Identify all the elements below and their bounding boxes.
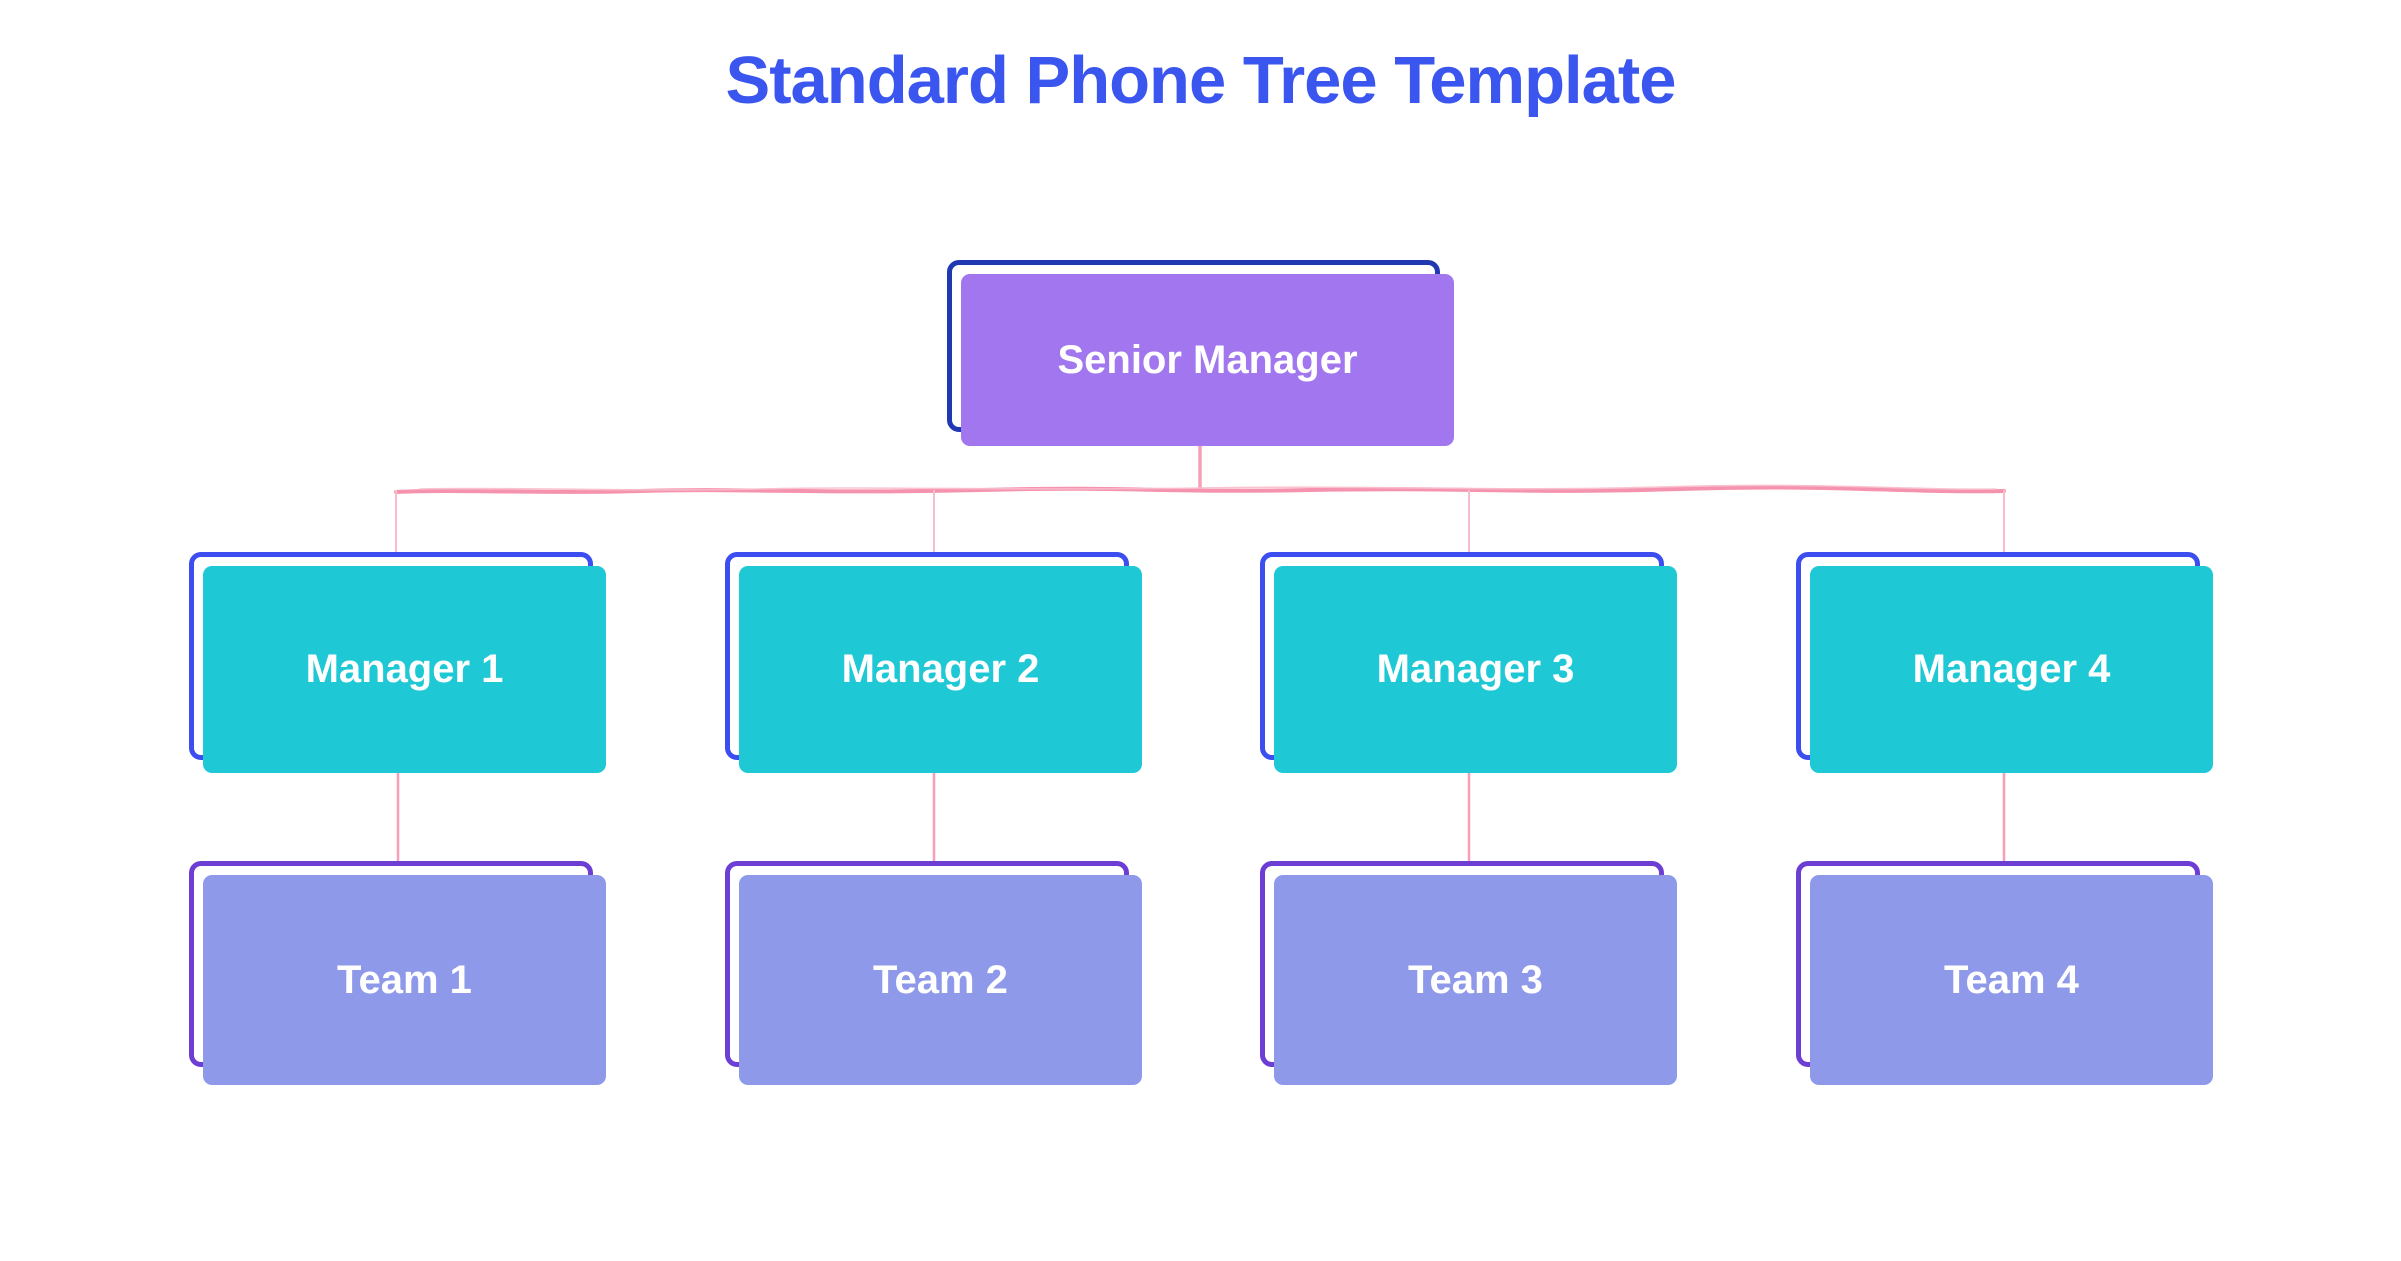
manager-3-fill-box: Manager 3 (1274, 566, 1677, 773)
team-2-label: Team 2 (873, 957, 1008, 1002)
senior-manager-fill-box: Senior Manager (961, 274, 1454, 446)
team-4-label: Team 4 (1944, 957, 2079, 1002)
connector-horizontal-bus (394, 485, 2006, 494)
diagram-title: Standard Phone Tree Template (725, 43, 1677, 118)
team-2-fill-box: Team 2 (739, 875, 1142, 1085)
team-1-fill-box: Team 1 (203, 875, 606, 1085)
manager-1-label: Manager 1 (305, 647, 504, 691)
team-4-fill-box: Team 4 (1810, 875, 2213, 1085)
team-3-label: Team 3 (1408, 957, 1543, 1002)
manager-1-fill-box: Manager 1 (203, 566, 606, 773)
manager-4-fill-box: Manager 4 (1810, 566, 2213, 773)
manager-2-fill-box: Manager 2 (739, 566, 1142, 773)
team-1-label: Team 1 (337, 957, 472, 1002)
team-3-fill-box: Team 3 (1274, 875, 1677, 1085)
manager-4-label: Manager 4 (1912, 647, 2111, 691)
senior-manager-label: Senior Manager (1057, 337, 1358, 382)
manager-3-label: Manager 3 (1376, 647, 1575, 691)
manager-2-label: Manager 2 (841, 647, 1040, 691)
connector-horizontal-bus-highlight (419, 484, 1997, 491)
